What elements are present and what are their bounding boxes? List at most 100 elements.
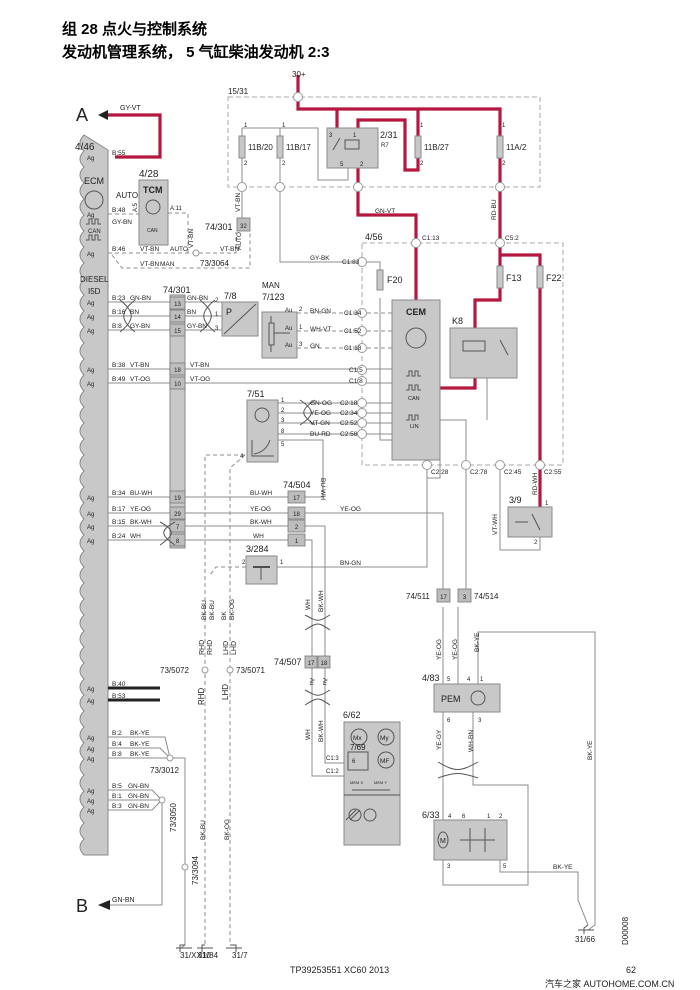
sensor-7-51	[246, 399, 279, 463]
label: Ag	[87, 539, 94, 545]
label: 3	[299, 342, 303, 348]
label: BK-YE	[587, 740, 594, 760]
label: CAN	[88, 229, 101, 235]
switch-3-9	[507, 506, 553, 538]
label: Ag	[87, 512, 94, 518]
ecm-pin-label: B:15	[112, 519, 126, 526]
label: YE-OG	[310, 410, 331, 417]
connector-node	[411, 238, 421, 248]
label: Mx	[353, 735, 362, 742]
cem-port-label: C2:52	[340, 420, 358, 427]
label: Au	[285, 326, 292, 332]
tcm-transistor-icon	[145, 199, 161, 215]
label: 17	[308, 661, 315, 667]
twisted-pair-icons	[119, 299, 479, 779]
label: Ag	[87, 382, 94, 388]
label: 3	[447, 864, 451, 870]
connector-pin: 13	[174, 302, 181, 308]
relay-2-31	[326, 127, 379, 169]
pem-module	[433, 683, 501, 713]
label: LHD	[231, 641, 238, 655]
label: 7/8	[224, 291, 237, 301]
label: C1:2	[326, 769, 339, 775]
label: Ag	[87, 809, 94, 815]
label: 4/46	[75, 142, 95, 153]
label: YE-OG	[436, 639, 443, 660]
label: 74/504	[283, 480, 311, 490]
label: 1	[282, 123, 286, 129]
label: WH-BN	[468, 730, 475, 752]
label: 1	[244, 123, 248, 129]
label: 7/123	[262, 292, 285, 302]
label: WH-VT	[310, 326, 331, 333]
connector-pin: 7	[176, 525, 180, 531]
connector-node	[422, 460, 432, 470]
ground-symbols	[176, 924, 594, 952]
label: 2	[299, 307, 303, 313]
ecm-pin-label: B:8	[112, 323, 122, 330]
connector-nodes	[237, 92, 545, 470]
label: MAN	[160, 261, 175, 268]
connector-node	[461, 460, 471, 470]
label: TCM	[143, 185, 163, 195]
connector-node	[357, 408, 367, 418]
label: 4/28	[139, 169, 159, 180]
label: BN-GN	[310, 308, 331, 315]
label: 2	[242, 560, 246, 566]
label: 11B/20	[248, 143, 273, 152]
label: VT-WH	[492, 514, 499, 535]
label: GY-BK	[310, 255, 330, 262]
ecm-pin-label: B:55	[112, 150, 126, 157]
label: 2	[534, 540, 538, 546]
label: CAN	[408, 396, 420, 402]
wire-color-label: YE-OG	[130, 506, 151, 513]
label: 4	[448, 814, 452, 820]
label: 2	[281, 408, 285, 414]
label: VT-BN	[190, 362, 209, 369]
label: R7	[381, 143, 389, 149]
wire-color-label: VT-BN	[130, 362, 149, 369]
label: 1	[281, 398, 285, 404]
splice-junctions	[158, 249, 234, 871]
connector-node	[357, 326, 367, 336]
label: BK-BU	[200, 820, 207, 840]
cem-port-label: C1:5	[349, 367, 363, 374]
label: Ag	[87, 799, 94, 805]
label: BU-WH	[250, 490, 272, 497]
label: AUTO	[116, 191, 138, 200]
label: 18	[293, 512, 300, 518]
cem-port-label: C2:34	[340, 410, 358, 417]
label: 7/69	[350, 743, 366, 752]
cem-port-label: C2:58	[340, 431, 358, 438]
label: 3	[329, 133, 333, 139]
ecm-b40-b53-lines	[108, 686, 160, 702]
label: Ag	[87, 252, 94, 258]
connector-node	[357, 365, 367, 375]
connector-node	[357, 429, 367, 439]
connector-node	[495, 182, 505, 192]
label: GN	[310, 343, 320, 350]
ecm-pin-label: B:8	[112, 751, 122, 758]
wire-color-label: VT-OG	[130, 376, 150, 383]
ecm-transistor-icon	[84, 190, 104, 210]
label: RHD	[197, 687, 206, 705]
ground-label: 31/XX10	[180, 951, 211, 960]
label: 2	[499, 814, 503, 820]
power-wires	[106, 75, 542, 510]
label: GN-BN	[112, 897, 135, 904]
label: 73/3064	[200, 259, 229, 268]
connector-node	[357, 376, 367, 386]
label: 1	[487, 814, 491, 820]
wire-color-label: BK-WH	[130, 519, 152, 526]
label: 74/511	[406, 592, 430, 601]
cem-port-label: C1:83	[342, 259, 360, 266]
label: Ag	[87, 301, 94, 307]
wire-color-label: GN-BN	[128, 783, 149, 790]
label: LHD	[223, 641, 230, 655]
connector-node	[357, 308, 367, 318]
ecm-pin-label: B:38	[112, 362, 126, 369]
label: WH	[305, 729, 312, 740]
connector-pin: 10	[174, 382, 181, 388]
label: GY-VT	[120, 105, 141, 112]
